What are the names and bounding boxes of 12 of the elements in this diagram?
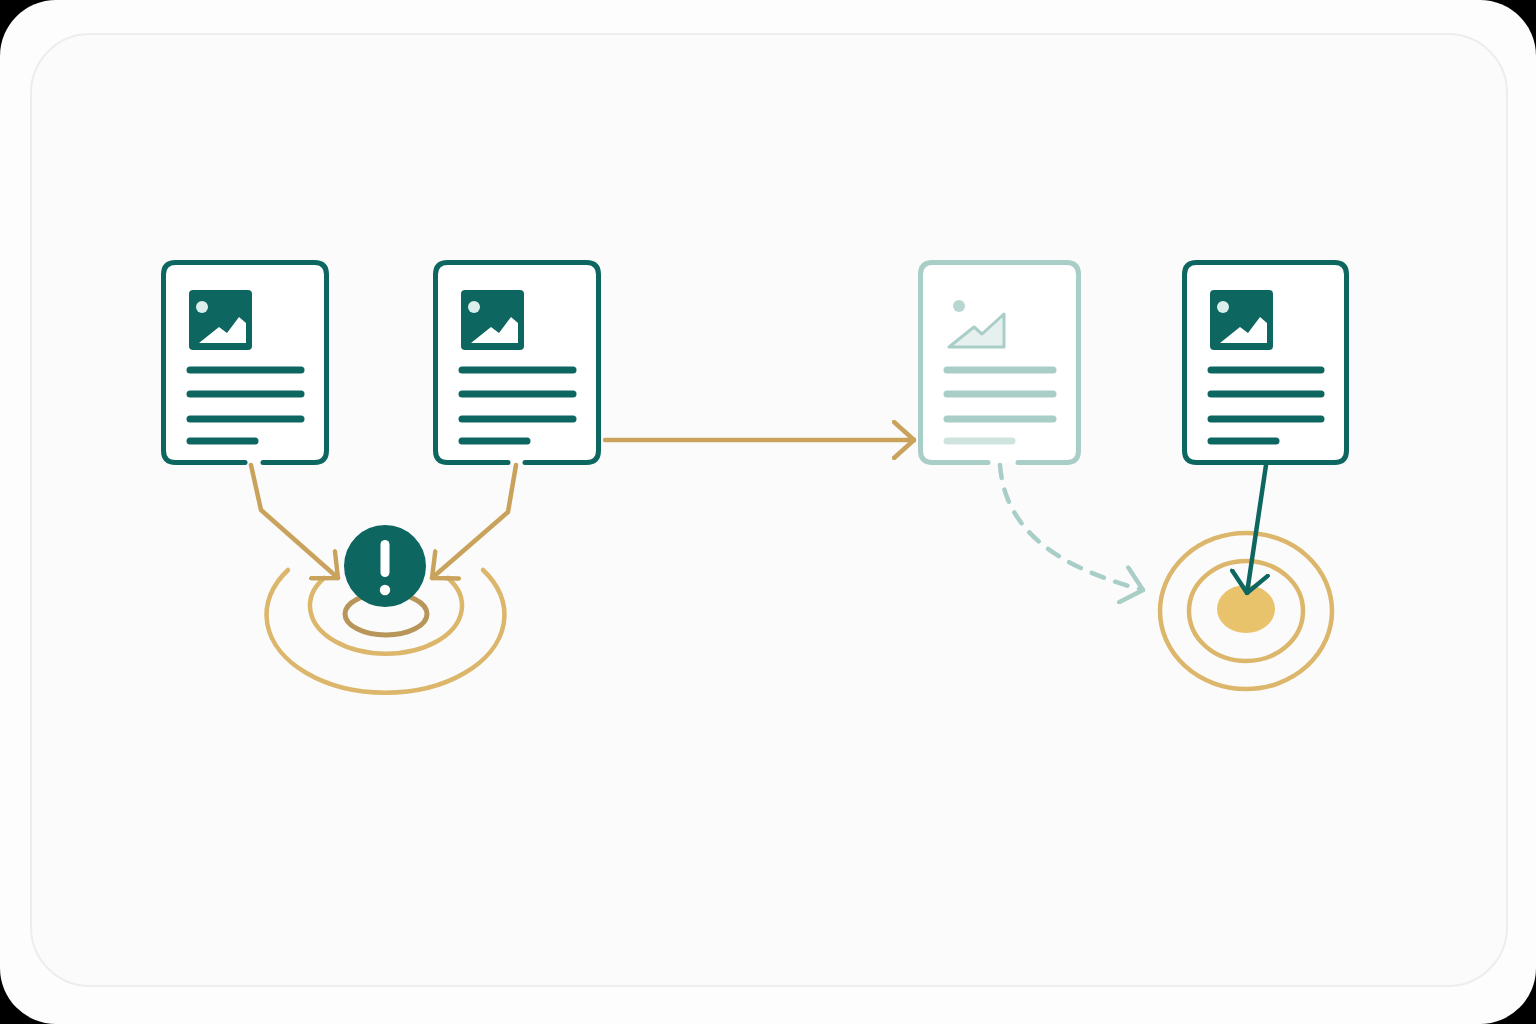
document-icon — [161, 260, 329, 465]
arrow — [602, 419, 917, 461]
document-icon — [433, 260, 601, 465]
document-icon — [1182, 260, 1349, 465]
arrow — [248, 462, 341, 581]
dashed-arrow — [997, 462, 1146, 604]
arrow — [1229, 462, 1270, 596]
document-icon — [918, 260, 1081, 465]
target-rings — [1157, 530, 1335, 692]
bullseye — [1217, 585, 1275, 633]
alert-icon — [344, 525, 426, 607]
arrow — [429, 462, 519, 581]
